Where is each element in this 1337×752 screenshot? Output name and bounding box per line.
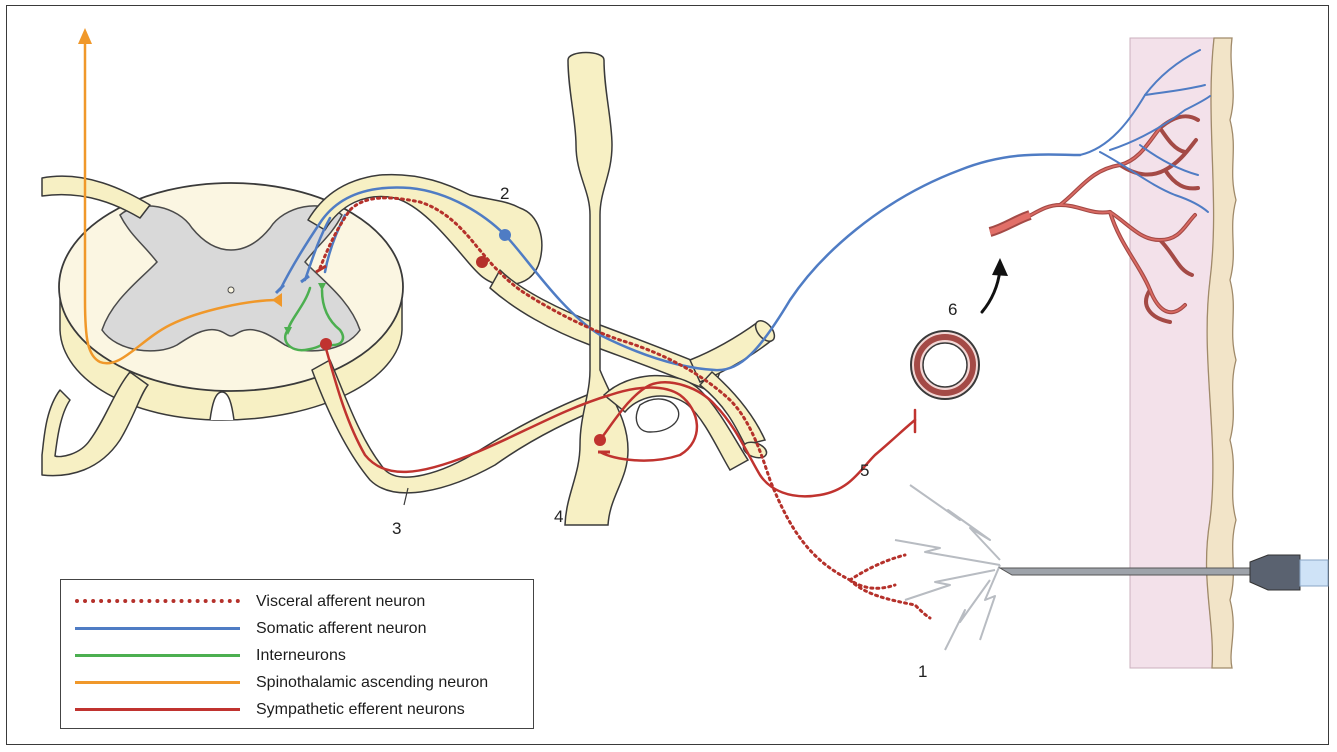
legend-label: Interneurons [256,647,346,665]
label-1: 1 [918,662,927,681]
legend-label: Visceral afferent neuron [256,593,425,611]
spinothalamic-swatch [75,673,240,693]
label-5: 5 [860,461,869,480]
sympathetic-cell-body-cord [320,338,332,350]
legend-label: Somatic afferent neuron [256,620,426,638]
somatic-swatch [75,619,240,639]
legend-item-visceral: Visceral afferent neuron [75,592,425,612]
visceral-cell-body [476,256,488,268]
label-3: 3 [392,519,401,538]
legend-item-interneurons: Interneurons [75,646,346,666]
legend-item-sympathetic: Sympathetic efferent neurons [75,700,465,720]
vessel-cross-section [911,331,979,399]
sympathetic-swatch [75,700,240,720]
label-6: 6 [948,300,957,319]
interneuron-swatch [75,646,240,666]
legend-item-spinothalamic: Spinothalamic ascending neuron [75,673,488,693]
label-2: 2 [500,184,509,203]
rami-gap [636,399,678,432]
label-4: 4 [554,507,563,526]
legend-label: Spinothalamic ascending neuron [256,674,488,692]
legend-label: Sympathetic efferent neurons [256,701,465,719]
legend-item-somatic: Somatic afferent neuron [75,619,426,639]
visceral-swatch [75,592,240,612]
spark-burst-icon [895,485,1000,650]
sympathetic-cell-body-ganglion [594,434,606,446]
somatic-cell-body [499,229,511,241]
vasodilation-arrow-icon [982,270,1000,312]
ascending-arrow-icon [78,28,92,44]
sympathetic-chain [565,53,628,526]
legend-box: Visceral afferent neuron Somatic afferen… [60,579,534,729]
